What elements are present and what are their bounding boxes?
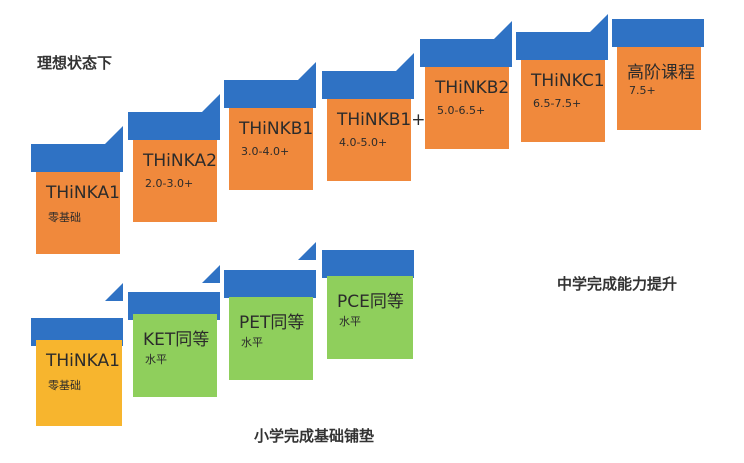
step-range: 水平 bbox=[145, 353, 167, 366]
step-name: THiNKB2 bbox=[435, 78, 510, 98]
step-name: THiNKA1 bbox=[46, 351, 120, 371]
step-range: 6.5-7.5+ bbox=[533, 97, 582, 110]
step-name: THiNKB1 bbox=[239, 119, 314, 139]
primary-school-label: 小学完成基础铺垫 bbox=[254, 427, 375, 445]
middle-school-label: 中学完成能力提升 bbox=[557, 275, 678, 293]
step-name: THiNKB1+ bbox=[337, 110, 426, 130]
step-range: 3.0-4.0+ bbox=[241, 145, 290, 158]
step-name: THiNKA2 bbox=[143, 151, 217, 171]
step-range: 7.5+ bbox=[629, 84, 656, 97]
step-range: 5.0-6.5+ bbox=[437, 104, 486, 117]
step-range: 水平 bbox=[241, 336, 263, 349]
step-name: KET同等 bbox=[143, 330, 210, 350]
step-name: PET同等 bbox=[239, 313, 305, 333]
ideal-state-label: 理想状态下 bbox=[37, 54, 113, 72]
step-name: THiNKC1 bbox=[531, 71, 605, 91]
step-name: THiNKA1 bbox=[46, 183, 120, 203]
step-name: 高阶课程 bbox=[627, 63, 695, 83]
step-name: PCE同等 bbox=[337, 292, 404, 312]
step-range: 零基础 bbox=[48, 211, 81, 224]
step-range: 水平 bbox=[339, 315, 361, 328]
step-range: 4.0-5.0+ bbox=[339, 136, 388, 149]
step-range: 2.0-3.0+ bbox=[145, 177, 194, 190]
step-range: 零基础 bbox=[48, 379, 81, 392]
